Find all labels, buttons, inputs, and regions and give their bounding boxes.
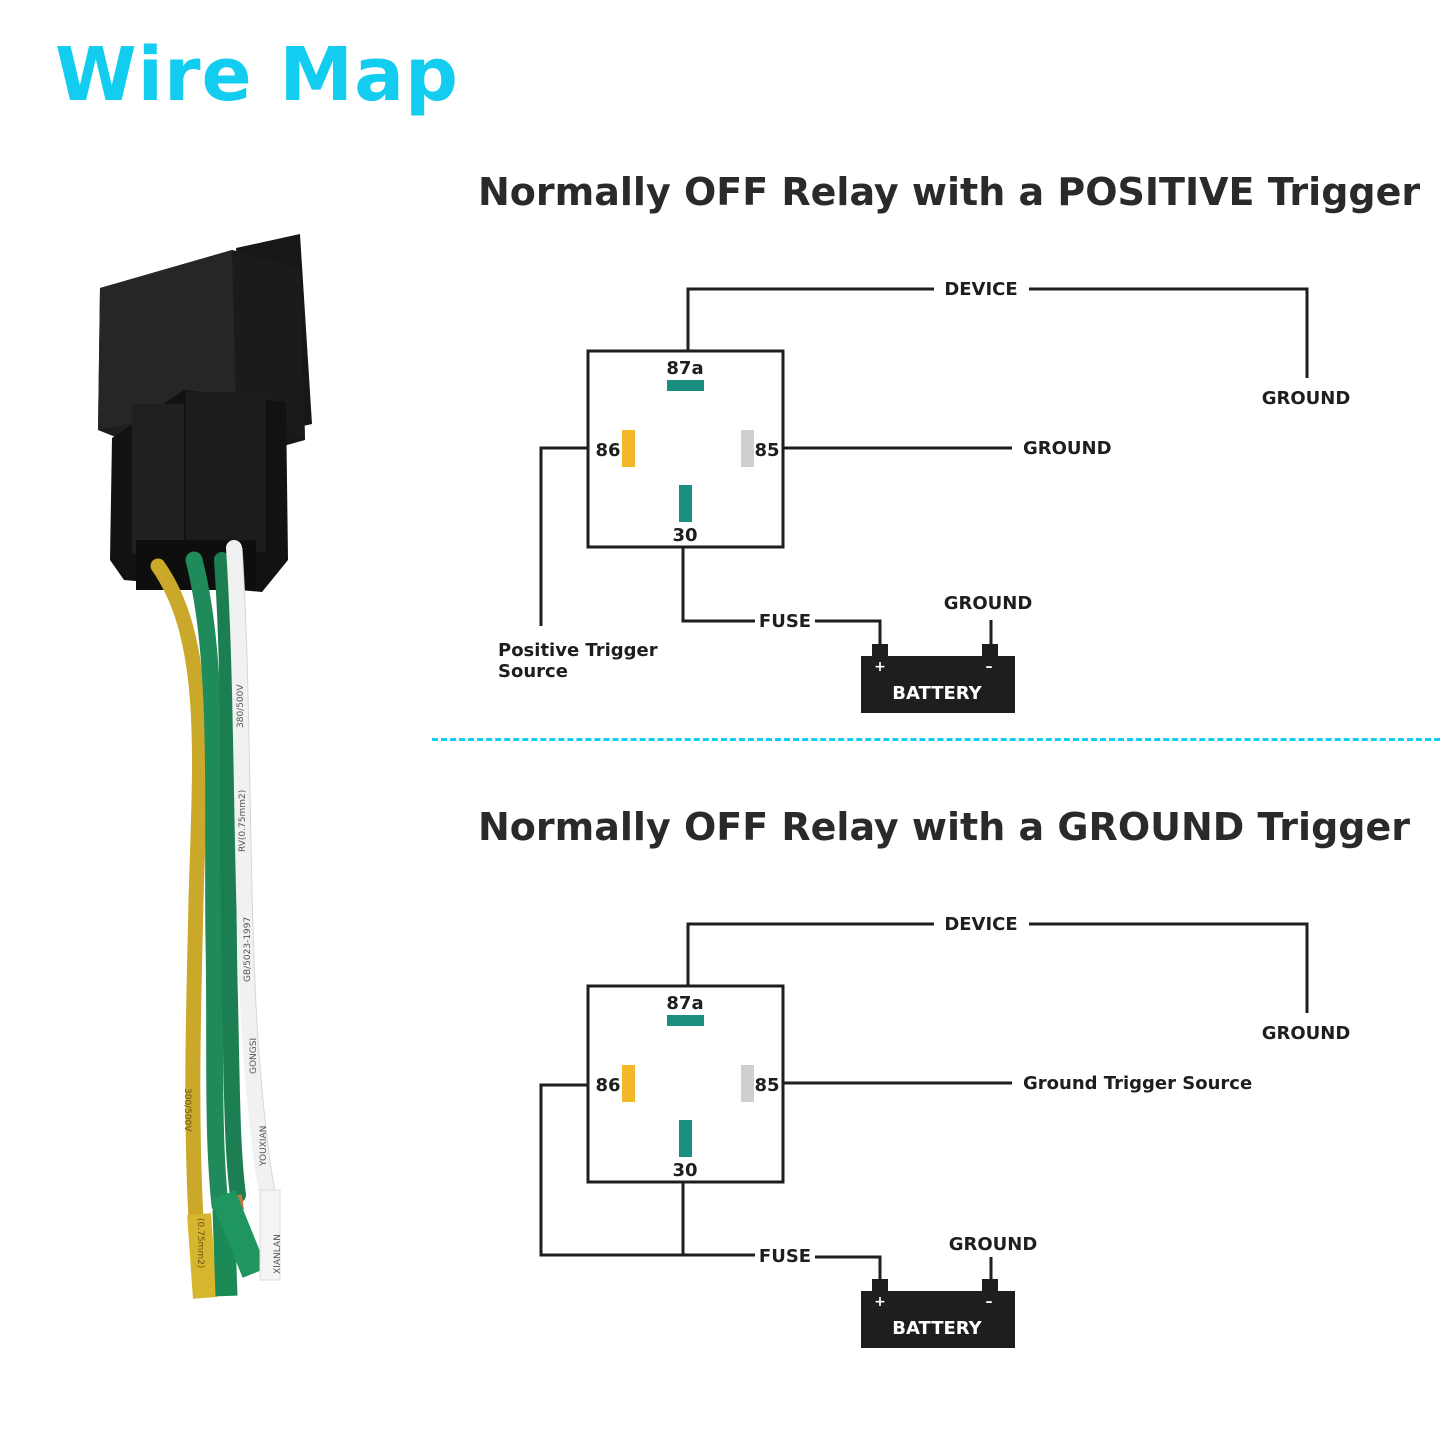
yellow-wire-tip [187, 1213, 217, 1299]
green-wire-tip-2 [211, 1190, 267, 1278]
green-wire-1 [185, 551, 229, 1214]
battery-plus-terminal [872, 644, 888, 658]
yellow-wire [150, 558, 207, 1228]
battery-ground-label: GROUND [944, 593, 1033, 614]
pin-85-contact [741, 1065, 754, 1102]
wire-fuse-battery [815, 1255, 882, 1283]
diagram-title-positive-trigger: Normally OFF Relay with a POSITIVE Trigg… [478, 170, 1421, 214]
trigger-label-line1: Positive Trigger [498, 640, 658, 661]
pin-87a-contact [667, 380, 704, 391]
pin85-target-label: Ground Trigger Source [1023, 1073, 1252, 1094]
battery-minus-terminal [982, 644, 998, 658]
pin-85-label: 85 [754, 440, 779, 461]
device-label: DEVICE [944, 279, 1017, 300]
pin-30-label: 30 [672, 525, 697, 546]
trigger-label-line2: Source [498, 661, 568, 682]
wire-print-white-1: 380/500V [236, 684, 246, 728]
battery-plus-terminal [872, 1279, 888, 1293]
wire-30-fuse [681, 547, 755, 623]
wire-86-trigger [539, 446, 588, 626]
fuse-label: FUSE [759, 611, 811, 632]
wire-print-white-3: GB/5023-1997 [243, 917, 253, 982]
section-divider [432, 738, 1440, 741]
device-ground-label: GROUND [1262, 1023, 1351, 1044]
battery [861, 656, 1015, 713]
battery-minus-sign: – [986, 659, 993, 675]
battery-plus-sign: + [874, 1294, 886, 1310]
battery-label: BATTERY [892, 1318, 982, 1339]
wire-print-white-5: YOUXIAN [259, 1126, 269, 1167]
fuse-label: FUSE [759, 1246, 811, 1267]
pin-30-contact [679, 1120, 692, 1157]
pin-86-contact [622, 1065, 635, 1102]
pin85-target-label: GROUND [1023, 438, 1112, 459]
pin-30-contact [679, 485, 692, 522]
wire-print-white-6: XIANLAN [273, 1234, 283, 1274]
relay-harness-photo: 380/500V RV(0.75mm2) GB/5023-1997 GONGSI… [98, 234, 312, 1299]
pin-86-label: 86 [595, 1075, 620, 1096]
diagram-positive-trigger: DEVICE GROUND GROUND Positive Trigger So… [498, 279, 1350, 713]
device-ground-label: GROUND [1262, 388, 1351, 409]
wire-device-ground [1029, 287, 1309, 378]
pin-87a-contact [667, 1015, 704, 1026]
wire-print-yellow-1: 300/500V [182, 1088, 192, 1132]
pin-30-label: 30 [672, 1160, 697, 1181]
wire-86-loop [539, 1083, 683, 1257]
battery-minus-sign: – [986, 1294, 993, 1310]
diagram-ground-trigger: DEVICE GROUND Ground Trigger Source FUSE… [539, 914, 1351, 1348]
wire-87a-device [686, 287, 934, 350]
battery [861, 1291, 1015, 1348]
battery-ground-label: GROUND [949, 1234, 1038, 1255]
device-label: DEVICE [944, 914, 1017, 935]
white-wire-tip [259, 1189, 281, 1281]
pin-86-label: 86 [595, 440, 620, 461]
page-title: Wire Map [55, 32, 459, 118]
battery-label: BATTERY [892, 683, 982, 704]
wire-print-white-4: GONGSI [249, 1038, 259, 1074]
battery-minus-terminal [982, 1279, 998, 1293]
battery-plus-sign: + [874, 659, 886, 675]
green-wire-2 [214, 552, 246, 1203]
pin-85-contact [741, 430, 754, 467]
wire-print-white-2: RV(0.75mm2) [238, 790, 248, 852]
wire-30-fuse [681, 1182, 755, 1257]
pin-87a-label: 87a [666, 358, 703, 379]
white-wire [226, 540, 276, 1203]
pin-86-contact [622, 430, 635, 467]
pin-87a-label: 87a [666, 993, 703, 1014]
wire-print-yellow-2: (0.75mm2) [195, 1218, 205, 1268]
wire-fuse-battery [815, 619, 882, 648]
wire-device-ground [1029, 922, 1309, 1013]
wire-87a-device [686, 922, 934, 985]
diagram-title-ground-trigger: Normally OFF Relay with a GROUND Trigger [478, 805, 1410, 849]
pin-85-label: 85 [754, 1075, 779, 1096]
